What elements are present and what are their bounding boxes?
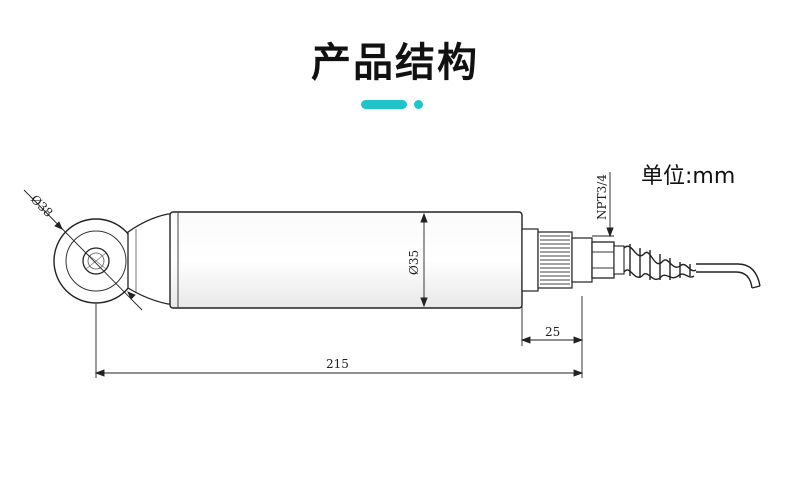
ring-diameter-label: Ø38 <box>28 192 56 220</box>
total-length-label: 215 <box>326 357 349 371</box>
ring-diameter-dimension <box>23 189 143 311</box>
threaded-fitting <box>521 228 625 292</box>
thread-length-label: 25 <box>545 325 560 339</box>
sensor-body <box>169 211 523 309</box>
body-diameter-dimension <box>420 212 428 308</box>
title-underline-dot <box>414 100 423 109</box>
body-diameter-label: Ø35 <box>407 250 421 275</box>
strain-relief-spring <box>623 244 697 281</box>
neck-transition <box>127 213 177 305</box>
title-underline-bar <box>361 100 407 109</box>
mounting-ring <box>53 218 139 304</box>
page-title: 产品结构 <box>311 40 479 86</box>
thread-dimension <box>592 172 614 238</box>
thread-length-dimension <box>520 292 584 346</box>
cable <box>696 263 761 289</box>
thread-label: NPT3/4 <box>595 174 609 220</box>
total-length-dimension <box>94 304 584 378</box>
unit-label: 单位:mm <box>641 164 736 189</box>
